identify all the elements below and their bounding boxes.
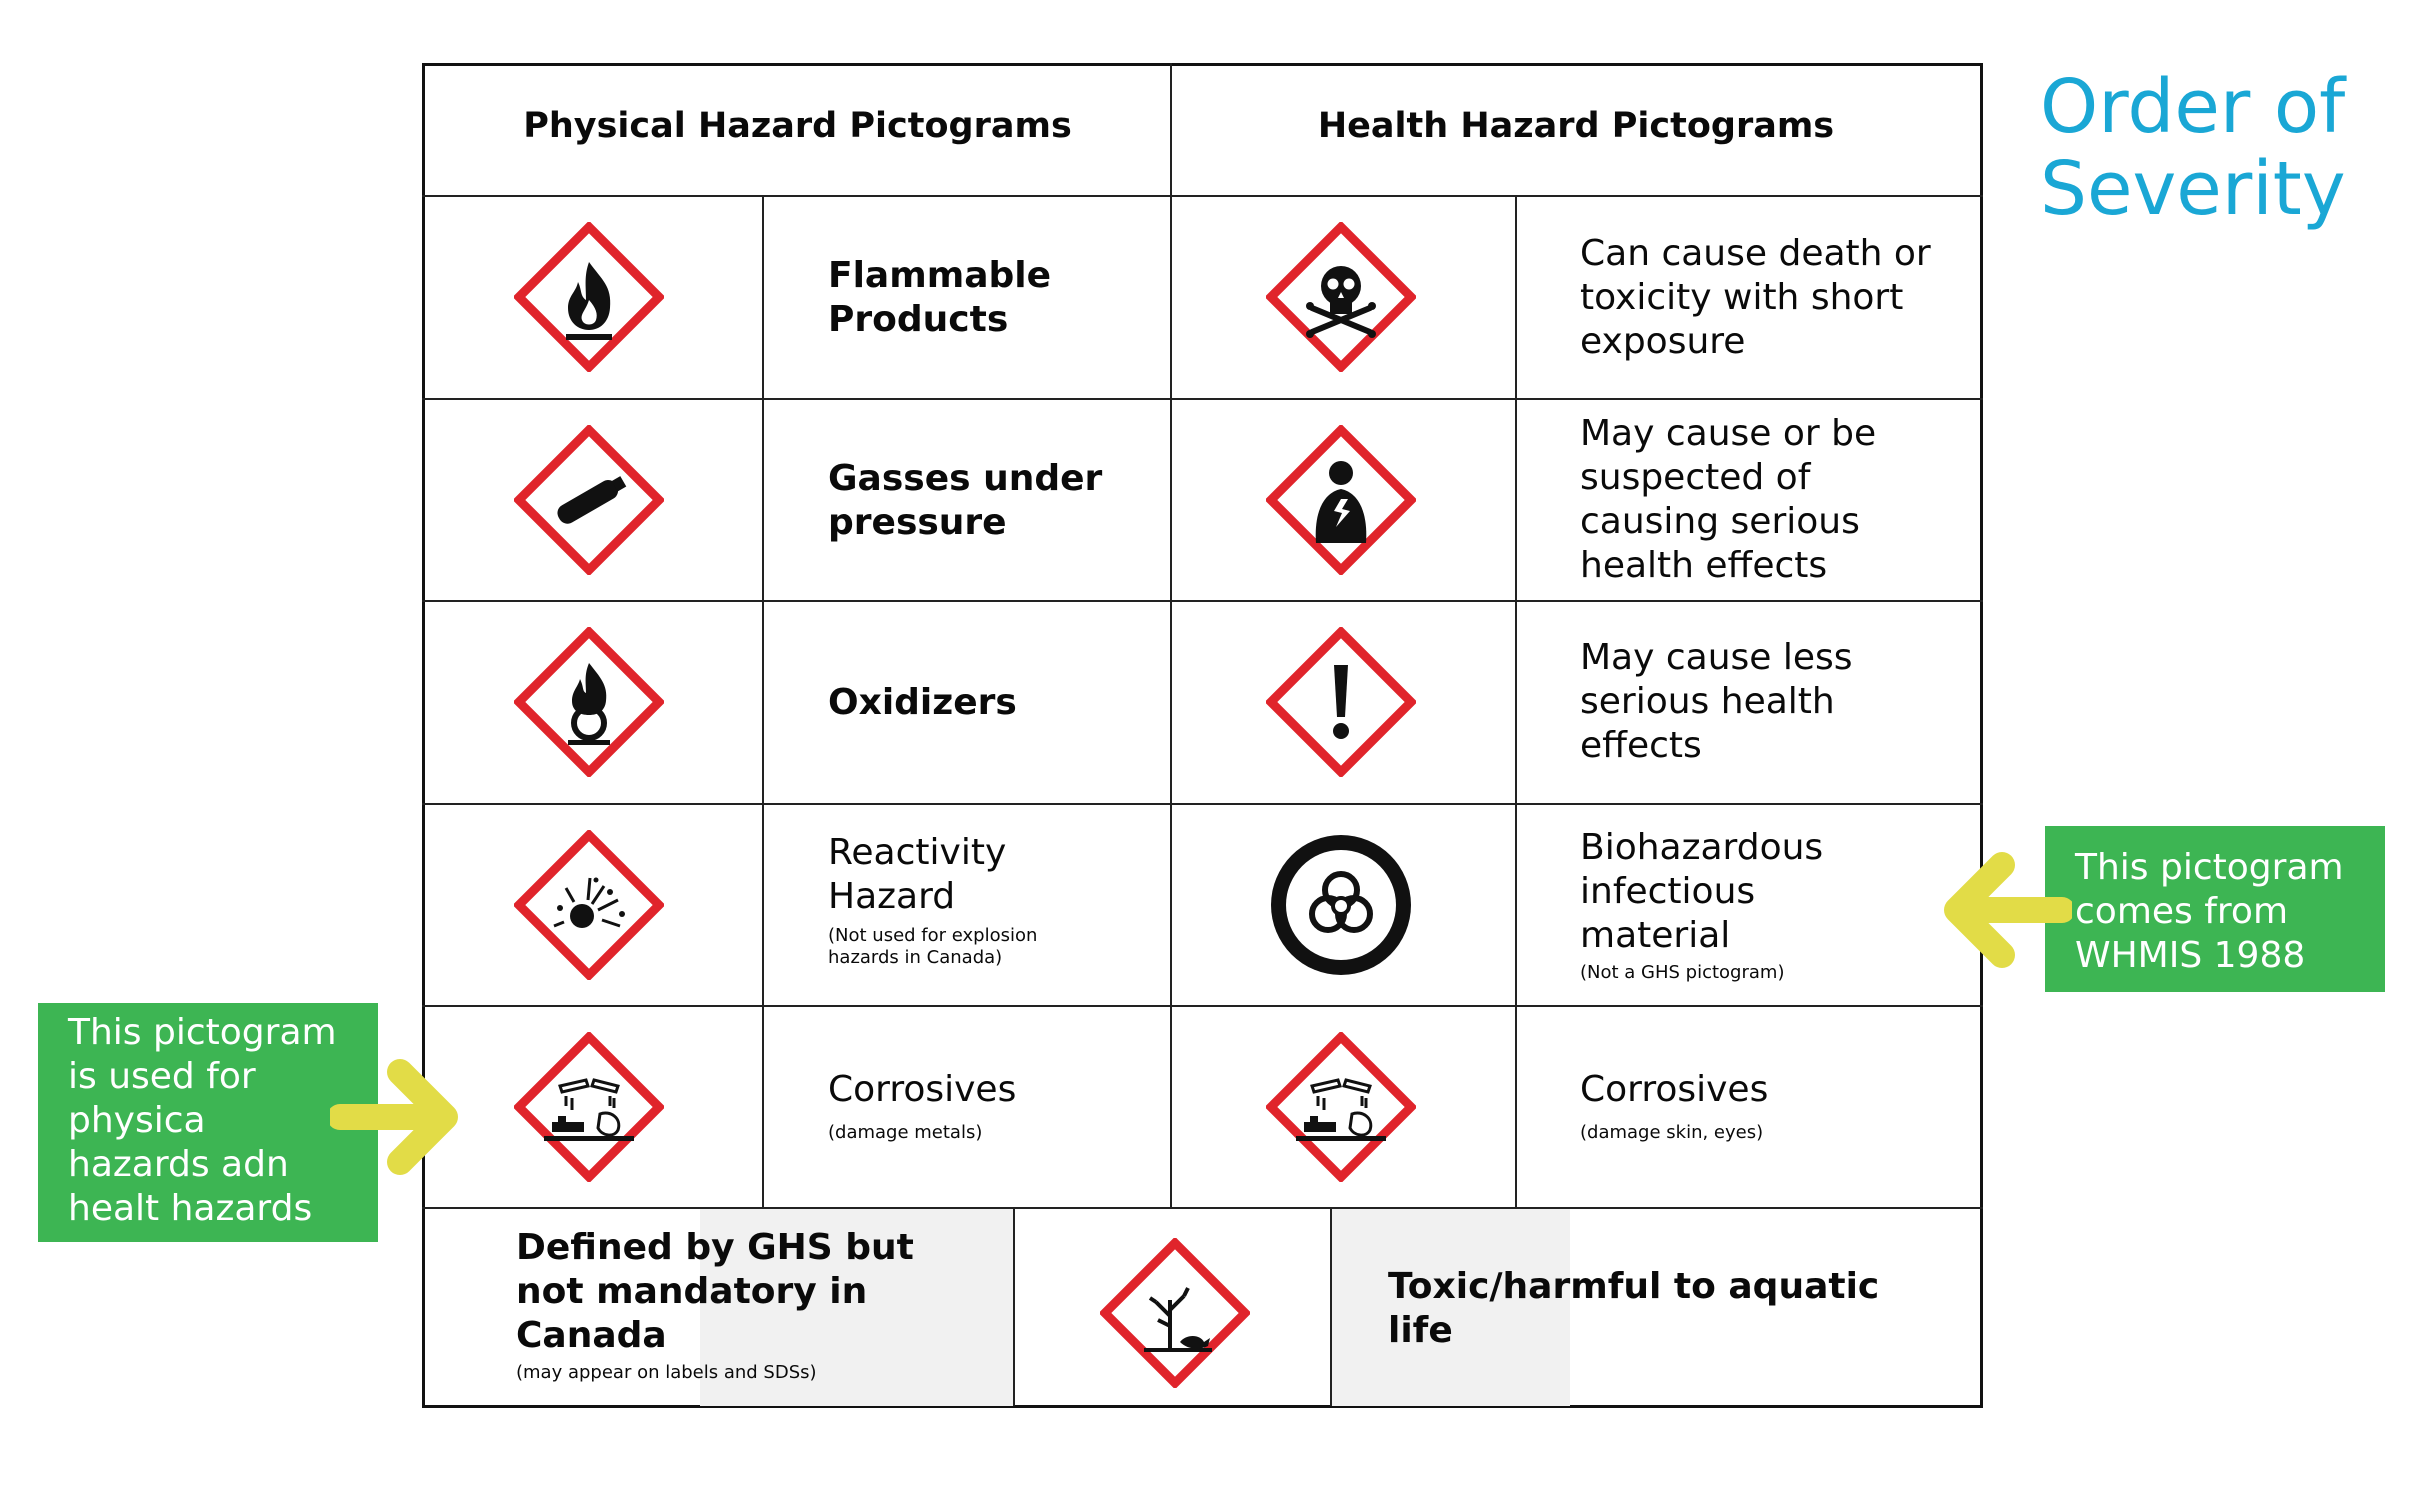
health-row-1-text: Can cause death or toxicity with short e… [1580, 233, 1931, 362]
flame-over-circle-icon [514, 627, 664, 777]
health-row-5-text: Corrosives (damage skin, eyes) [1580, 1069, 1769, 1143]
physical-hazard-header: Physical Hazard Pictograms [523, 106, 1072, 146]
exploding-bomb-icon [514, 830, 664, 980]
health-hazard-header: Health Hazard Pictograms [1317, 106, 1835, 146]
row-divider [422, 195, 1983, 197]
physical-row-1-text: Flammable Products [828, 255, 1052, 340]
arrow-left-icon [1944, 852, 2072, 968]
row-divider [422, 398, 1983, 400]
corrosion-icon [514, 1032, 664, 1182]
gas-cylinder-icon [514, 425, 664, 575]
aquatic-toxicity-text: Toxic/harmful to aquatic life [1388, 1266, 1880, 1351]
column-divider [1170, 63, 1172, 1207]
column-divider [762, 195, 764, 1207]
row-divider [422, 1005, 1983, 1007]
physical-row-2-text: Gasses under pressure [828, 458, 1103, 543]
health-row-4-text: Biohazardous infectious material (Not a … [1580, 827, 1824, 983]
left-callout: This pictogram is used for physica hazar… [38, 1003, 378, 1242]
health-row-3-text: May cause less serious health effects [1580, 637, 1853, 766]
skull-crossbones-icon [1266, 222, 1416, 372]
ghs-optional-text: Defined by GHS but not mandatory in Cana… [516, 1227, 914, 1383]
physical-row-4-text: Reactivity Hazard (Not used for explosio… [828, 832, 1038, 968]
row-divider [422, 803, 1983, 805]
right-callout: This pictogram comes from WHMIS 1988 [2045, 826, 2385, 992]
row-divider [422, 1207, 1983, 1209]
flame-icon [514, 222, 664, 372]
exclamation-mark-icon [1266, 627, 1416, 777]
pictogram-table [422, 63, 1983, 1408]
column-divider [1515, 195, 1517, 1207]
health-hazard-icon [1266, 425, 1416, 575]
bottom-row-shade-left [700, 1207, 1013, 1406]
column-divider [1330, 1207, 1332, 1406]
order-of-severity-title: Order of Severity [2040, 64, 2346, 232]
corrosion-icon [1266, 1032, 1416, 1182]
biohazard-icon [1271, 835, 1411, 975]
environment-icon [1100, 1238, 1250, 1388]
row-divider [422, 600, 1983, 602]
column-divider [1013, 1207, 1015, 1406]
physical-row-3-text: Oxidizers [828, 682, 1017, 723]
physical-row-5-text: Corrosives (damage metals) [828, 1069, 1017, 1143]
bottom-row-shade-right [1330, 1207, 1570, 1406]
health-row-2-text: May cause or be suspected of causing ser… [1580, 413, 1877, 586]
arrow-right-icon [330, 1059, 458, 1175]
